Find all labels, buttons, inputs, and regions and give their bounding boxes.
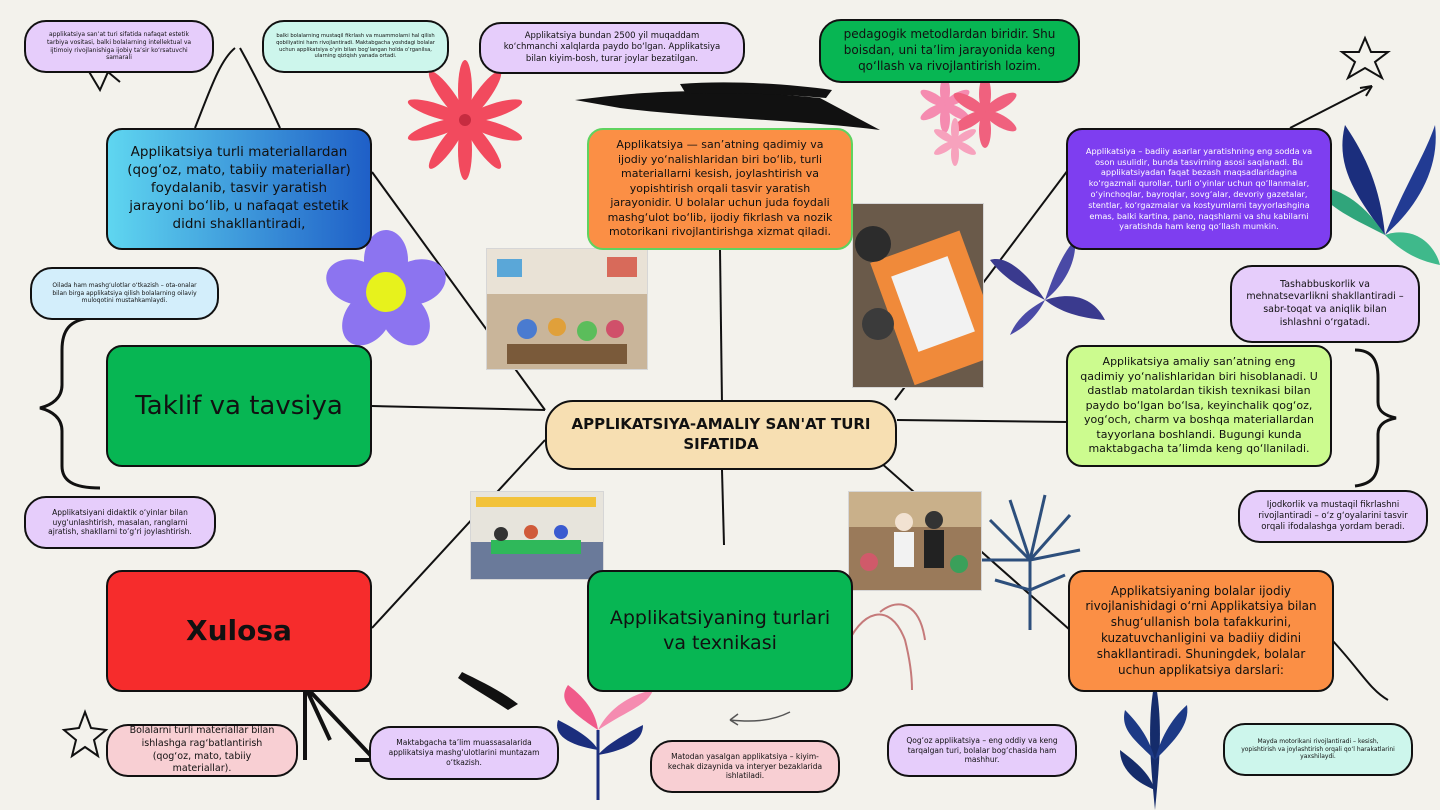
craft-table-photo xyxy=(852,203,984,388)
didactic-bubble-text: Applikatsiyani didaktik o‘yinlar bilan u… xyxy=(48,507,192,537)
navy-plant-icon xyxy=(1315,125,1440,265)
fabric-bubble: Matodan yasalgan applikatsiya – kiyim-ke… xyxy=(650,740,840,793)
purple-flower-icon xyxy=(326,230,446,346)
top-mint-bubble-text: balki bolalarning mustaqil fikrlash va m… xyxy=(276,32,435,60)
types-box: Applikatsiyaning turlari va texnikasi xyxy=(587,570,853,692)
role-box: Applikatsiyaning bolalar ijodiy rivojlan… xyxy=(1068,570,1334,692)
pink-plant-icon xyxy=(557,685,653,800)
motor-bubble-text: Mayda motorikani rivojlantiradi – kesish… xyxy=(1241,737,1395,761)
history-bubble: Applikatsiya bundan 2500 yil muqaddam ko… xyxy=(479,22,745,74)
star-icon xyxy=(87,69,121,93)
fabric-bubble-text: Matodan yasalgan applikatsiya – kiyim-ke… xyxy=(667,751,823,781)
center-title: APPLIKATSIYA-AMALIY SAN'AT TURI SIFATIDA xyxy=(571,415,871,453)
family-bubble-text: Oilada ham mashg‘ulotlar o‘tkazish – ota… xyxy=(52,281,197,305)
definition-box-text: Applikatsiya — san’atning qadimiy va ijo… xyxy=(607,138,833,239)
creativity-bubble-text: Ijodkorlik va mustaqil fikrlashni rivojl… xyxy=(1258,499,1408,533)
top-left-bubble-text: applikatsiya san’at turi sifatida nafaqa… xyxy=(46,30,192,62)
family-bubble: Oilada ham mashg‘ulotlar o‘tkazish – ota… xyxy=(30,267,219,320)
didactic-bubble: Applikatsiyani didaktik o‘yinlar bilan u… xyxy=(24,496,216,549)
history-bubble-text: Applikatsiya bundan 2500 yil muqaddam ko… xyxy=(503,31,721,64)
initiative-bubble: Tashabbuskorlik va mehnatsevarlikni shak… xyxy=(1230,265,1420,343)
navy-plant-icon xyxy=(1120,680,1188,810)
materials-box-text: Applikatsiya turli materiallardan (qog‘o… xyxy=(127,144,351,232)
teach-bubble: Bolalarni turli materiallar bilan ishlas… xyxy=(106,724,298,777)
xulosa-box-text: Xulosa xyxy=(186,613,292,647)
classroom-photo xyxy=(486,248,648,370)
violet-box-text: Applikatsiya – badiiy asarlar yaratishni… xyxy=(1085,145,1313,232)
top-left-bubble: applikatsiya san’at turi sifatida nafaqa… xyxy=(24,20,214,73)
paper-bubble-text: Qog‘oz applikatsiya – eng oddiy va keng … xyxy=(906,735,1058,765)
pedagogic-bubble: pedagogik metodlardan biridir. Shu boisd… xyxy=(819,19,1080,83)
oldest-box: Applikatsiya amaliy san’atning eng qadim… xyxy=(1066,345,1332,467)
paper-bubble: Qog‘oz applikatsiya – eng oddiy va keng … xyxy=(887,724,1077,777)
center-topic: APPLIKATSIYA-AMALIY SAN'AT TURI SIFATIDA xyxy=(545,400,897,470)
oldest-box-text: Applikatsiya amaliy san’atning eng qadim… xyxy=(1080,355,1318,456)
violet-box: Applikatsiya – badiiy asarlar yaratishni… xyxy=(1066,128,1332,250)
materials-box: Applikatsiya turli materiallardan (qog‘o… xyxy=(106,128,372,250)
creativity-bubble: Ijodkorlik va mustaqil fikrlashni rivojl… xyxy=(1238,490,1428,543)
taklif-box-text: Taklif va tavsiya xyxy=(135,390,343,421)
palm-icon xyxy=(980,494,1081,630)
teach-bubble-text: Bolalarni turli materiallar bilan ishlas… xyxy=(129,725,275,775)
top-mint-bubble: balki bolalarning mustaqil fikrlash va m… xyxy=(262,20,449,73)
star-icon xyxy=(61,709,109,759)
motor-bubble: Mayda motorikani rivojlantiradi – kesish… xyxy=(1223,723,1413,776)
pink-flowers-icon xyxy=(920,76,1017,166)
types-box-text: Applikatsiyaning turlari va texnikasi xyxy=(609,606,831,654)
role-box-text: Applikatsiyaning bolalar ijodiy rivojlan… xyxy=(1085,583,1317,677)
purple-leaf-icon xyxy=(990,240,1105,335)
definition-box: Applikatsiya — san’atning qadimiy va ijo… xyxy=(587,128,853,250)
star-icon xyxy=(1339,35,1391,81)
initiative-bubble-text: Tashabbuskorlik va mehnatsevarlikni shak… xyxy=(1246,278,1404,328)
kindergarten-bubble: Maktabgacha ta’lim muassasalarida applik… xyxy=(369,726,559,780)
kindergarten-bubble-text: Maktabgacha ta’lim muassasalarida applik… xyxy=(388,738,540,767)
teachers-photo xyxy=(848,491,982,591)
taklif-box: Taklif va tavsiya xyxy=(106,345,372,467)
red-flower-icon xyxy=(407,60,523,180)
group-activity-photo xyxy=(470,491,604,580)
xulosa-box: Xulosa xyxy=(106,570,372,692)
pedagogic-bubble-text: pedagogik metodlardan biridir. Shu boisd… xyxy=(843,27,1056,73)
